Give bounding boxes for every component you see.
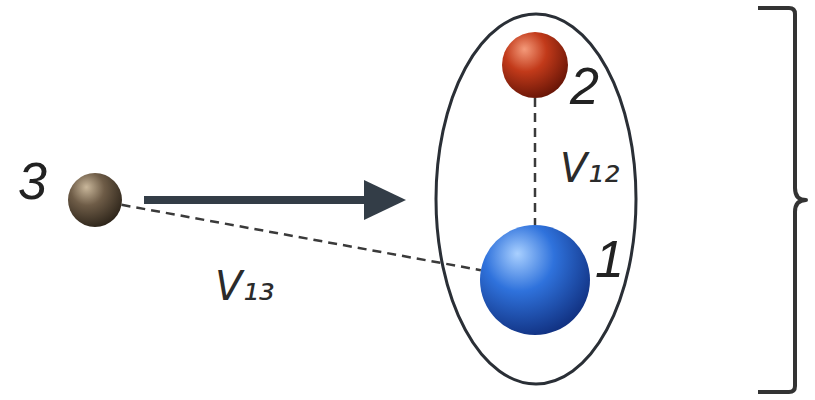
interaction-line [534,98,537,225]
sphere [480,225,590,335]
particle-number: 3 [18,155,47,207]
curly-bracket [758,8,806,392]
sphere-graphic [502,32,568,98]
bound-pair-ellipse: 21 [434,12,638,386]
particle-sphere: 1 [480,225,590,335]
sphere-graphic [68,173,122,227]
particle-number: 1 [595,233,624,285]
particle-number: 2 [570,60,599,112]
interaction-line [122,205,481,270]
potential-label: V₁₂ [557,146,622,190]
sphere [68,173,122,227]
particle-sphere: 3 [68,173,122,227]
motion-arrow [144,196,364,204]
potential-label: V₁₃ [212,264,277,308]
sphere-graphic [480,225,590,335]
sphere [502,32,568,98]
ellipse [436,14,636,384]
particle-sphere: 2 [502,32,568,98]
